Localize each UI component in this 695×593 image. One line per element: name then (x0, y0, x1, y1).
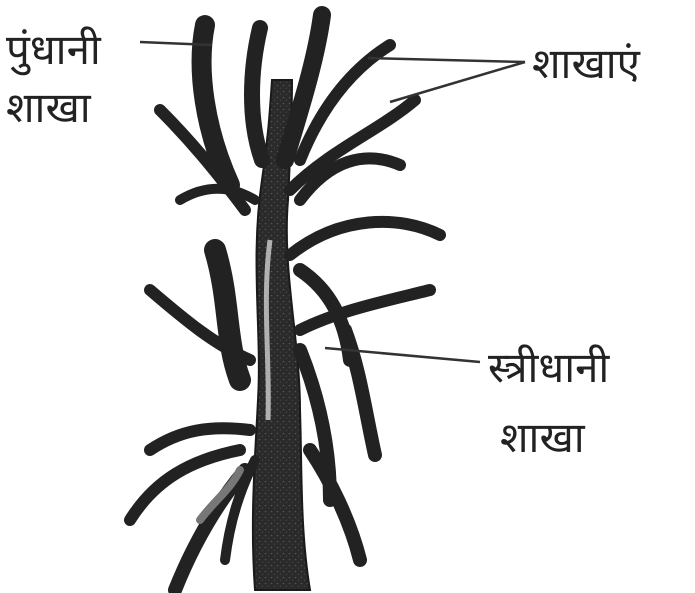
middle-branch (290, 222, 440, 255)
archegoniophore-branch (345, 330, 375, 455)
top-branch (252, 28, 262, 160)
archegoniophore-label-line2: शाखा (500, 410, 585, 466)
antheridiophore-label-line2: शाखा (6, 80, 91, 136)
leader-line-branch-lower (390, 62, 525, 102)
middle-branch (215, 250, 240, 380)
leader-line-branch-upper (368, 58, 525, 62)
archegoniophore-label-line1: स्त्रीधानी (488, 340, 609, 396)
branches-label: शाखाएं (532, 36, 640, 92)
top-branch (180, 189, 255, 200)
antheridiophore-label-line1: पुंधानी (6, 22, 101, 78)
